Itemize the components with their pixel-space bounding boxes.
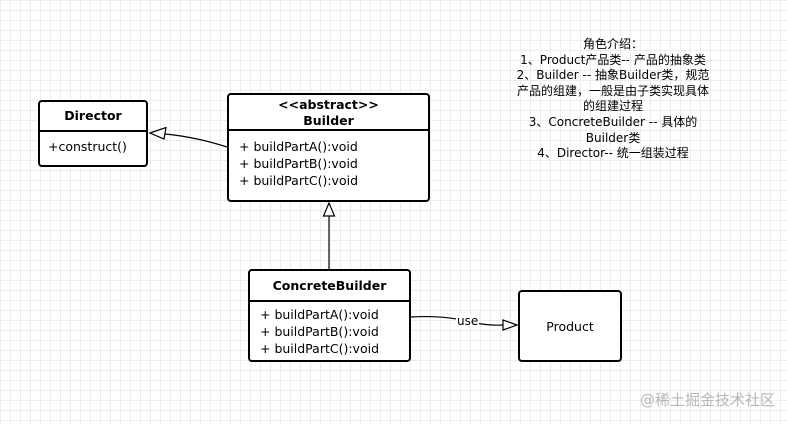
generalization-arrowhead [322, 201, 336, 217]
concrete-builder-methods: + buildPartA():void + buildPartB():void … [250, 302, 409, 361]
use-association-label: use [456, 314, 480, 328]
notes-line: 角色介绍： [582, 37, 643, 51]
notes-line: 1、Product产品类-- 产品的抽象类 [520, 52, 706, 67]
builder-header: <<abstract>> Builder [229, 95, 428, 131]
director-methods: +construct() [40, 132, 146, 161]
concrete-builder-class-name: ConcreteBuilder [250, 271, 409, 302]
concrete-builder-class[interactable]: ConcreteBuilder + buildPartA():void + bu… [248, 269, 411, 362]
director-method: +construct() [48, 139, 127, 154]
builder-method: + buildPartA():void [239, 139, 358, 154]
builder-stereotype: <<abstract>> [278, 97, 379, 112]
builder-class[interactable]: <<abstract>> Builder + buildPartA():void… [227, 93, 430, 202]
notes-line: 产品的组建，一般是由子类实现具体 [516, 83, 709, 98]
notes-line: 的组建过程 [582, 99, 643, 114]
role-notes: 角色介绍： 1、Product产品类-- 产品的抽象类 2、Builder --… [492, 37, 734, 162]
notes-line: 2、Builder -- 抽象Builder类，规范 [516, 68, 710, 83]
use-arrowhead [502, 319, 519, 331]
product-class-name: Product [546, 318, 594, 334]
director-class[interactable]: Director +construct() [38, 100, 148, 167]
builder-class-name: Builder [303, 113, 354, 128]
director-class-name: Director [40, 102, 146, 132]
concrete-builder-method: + buildPartB():void [260, 324, 379, 339]
director-arrowhead [148, 126, 167, 140]
notes-line: Builder类 [585, 130, 641, 145]
concrete-builder-method: + buildPartC():void [260, 341, 380, 356]
builder-methods: + buildPartA():void + buildPartB():void … [229, 131, 428, 196]
watermark: @稀土掘金技术社区 [639, 391, 775, 409]
builder-method: + buildPartC():void [239, 173, 359, 188]
notes-line: 3、ConcreteBuilder -- 具体的 [528, 114, 698, 129]
notes-line: 4、Director-- 统一组装过程 [537, 146, 689, 161]
concrete-builder-method: + buildPartA():void [260, 307, 379, 322]
product-class[interactable]: Product [518, 290, 622, 362]
builder-method: + buildPartB():void [239, 156, 358, 171]
